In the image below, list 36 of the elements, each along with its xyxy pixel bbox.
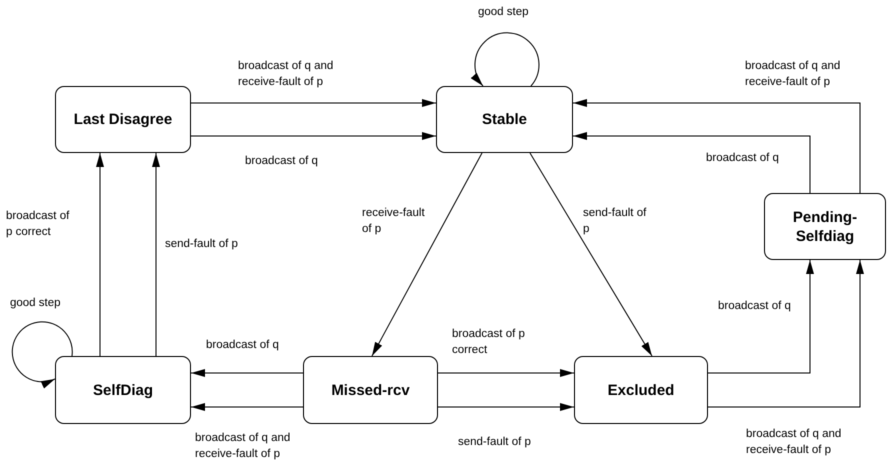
transition-arrow xyxy=(708,260,864,408)
transition-arrow xyxy=(572,99,861,194)
edge-label: good step xyxy=(10,295,61,311)
edge-label: good step xyxy=(478,4,529,20)
state-box xyxy=(764,193,886,260)
edge-label: send-fault of p xyxy=(458,434,531,450)
state-name: SelfDiag xyxy=(92,380,153,400)
edge-label: broadcast of q xyxy=(206,337,279,353)
state-name: Stable xyxy=(482,110,527,129)
edge-label: broadcast of q xyxy=(706,150,779,166)
transition-arrow xyxy=(190,403,304,411)
transition-arrow xyxy=(190,369,304,377)
transition-arrow xyxy=(190,99,436,107)
state-box xyxy=(55,356,191,424)
transition-arrow xyxy=(190,132,436,140)
transition-arrow xyxy=(572,132,810,194)
transition-arrow xyxy=(438,369,574,377)
state-box xyxy=(55,86,191,153)
state-name: Pending-Selfdiag xyxy=(792,208,858,246)
transition-arrow xyxy=(371,152,482,356)
state-box xyxy=(303,356,438,424)
state-name: Last Disagree xyxy=(74,110,172,129)
edge-label: send-fault of p xyxy=(165,236,238,252)
transition-arrow xyxy=(708,260,814,374)
state-box xyxy=(574,356,708,424)
self-loop-arrow xyxy=(471,32,540,86)
transition-arrow xyxy=(152,152,160,356)
transition-arrow xyxy=(96,152,104,356)
transition-arrow xyxy=(530,152,652,356)
transition-arrow xyxy=(438,403,574,411)
self-loop-arrow xyxy=(12,321,73,388)
edge-label: broadcast of q xyxy=(245,153,318,169)
edge-label: broadcast of q xyxy=(718,298,791,314)
state-name: Missed-rcv xyxy=(331,380,410,400)
state-name: Excluded xyxy=(608,380,674,400)
state-box xyxy=(436,86,573,153)
